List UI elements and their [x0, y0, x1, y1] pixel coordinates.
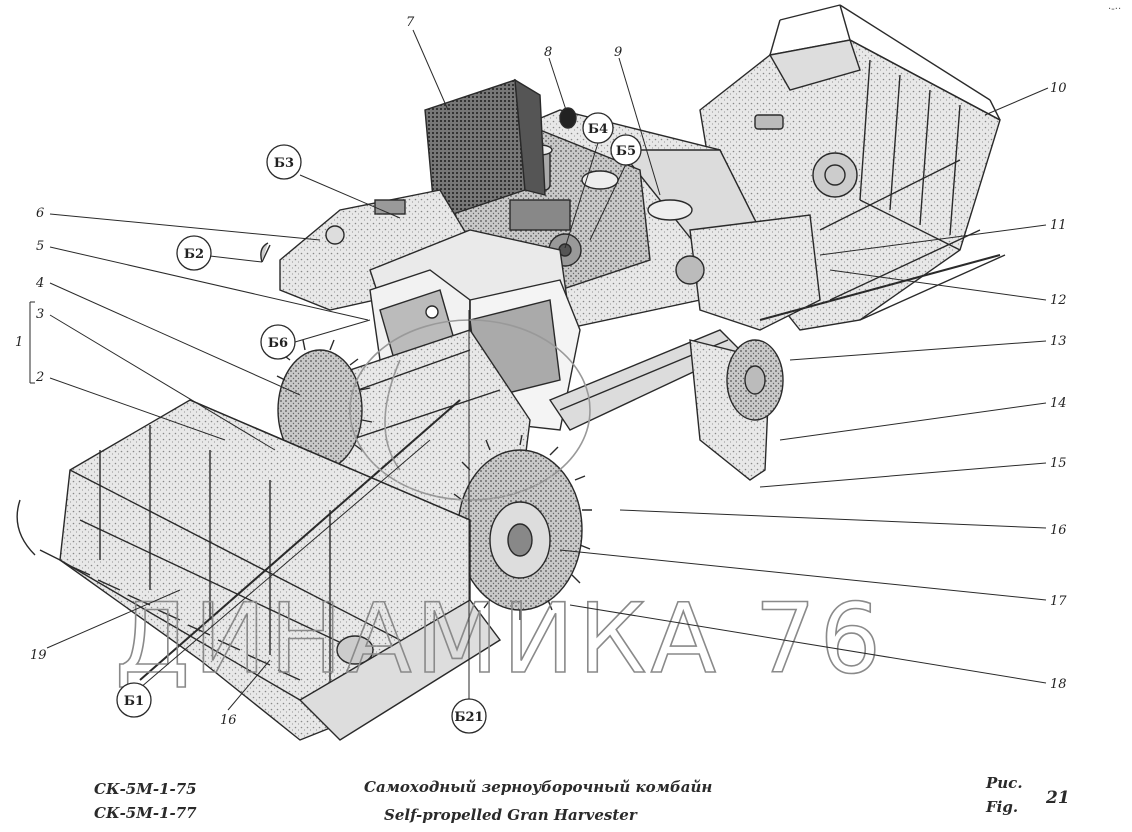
callout-10: 10 [1050, 81, 1067, 96]
bubble-b1: Б1 [116, 682, 152, 718]
callout-11: 11 [1050, 218, 1067, 233]
callout-labels: 7 8 9 10 11 12 13 14 15 16 17 18 19 16 6… [15, 15, 1067, 728]
bubble-b21: Б21 [451, 698, 487, 734]
bubble-label: Б4 [588, 122, 608, 137]
callout-16-right: 16 [1050, 523, 1067, 538]
bubble-b4: Б4 [582, 112, 614, 144]
bubble-b3: Б3 [266, 144, 302, 180]
fig-number: 21 [1046, 788, 1070, 808]
model-code-1: СК-5М-1-75 [94, 780, 197, 798]
corner-mark: ·-·· [1108, 4, 1121, 15]
caption-ru: Самоходный зерноуборочный комбайн [364, 778, 713, 796]
callout-8: 8 [544, 45, 552, 60]
radiator [424, 78, 577, 221]
callout-19: 19 [30, 648, 47, 663]
callout-6: 6 [36, 206, 44, 221]
bubble-b6: Б6 [260, 324, 296, 360]
rear-steer-wheel [726, 339, 784, 421]
callout-14: 14 [1050, 396, 1067, 411]
bubble-label: Б1 [124, 694, 144, 709]
callout-12: 12 [1050, 293, 1067, 308]
callout-7: 7 [406, 15, 415, 30]
bubble-tags: Б3 Б2 Б4 Б5 Б6 Б1 Б21 [116, 112, 642, 734]
callout-2: 2 [35, 370, 44, 385]
callout-16-bottom: 16 [220, 713, 237, 728]
callout-3: 3 [36, 307, 44, 322]
callout-17: 17 [1050, 594, 1067, 609]
bubble-label: Б2 [184, 247, 204, 262]
callout-9: 9 [614, 45, 622, 60]
callout-4: 4 [35, 276, 44, 291]
bubble-b5: Б5 [610, 134, 642, 166]
callout-5: 5 [36, 239, 44, 254]
watermark-text: ДИНАМИКА 76 [115, 583, 885, 695]
caption-en: Self-propelled Gran Harvester [384, 806, 637, 824]
callout-1: 1 [15, 335, 23, 350]
callout-15: 15 [1050, 456, 1067, 471]
leader-lines [29, 29, 1049, 711]
model-code-2: СК-5М-1-77 [94, 804, 197, 822]
callout-13: 13 [1050, 334, 1067, 349]
fig-label-en: Fig. [986, 798, 1019, 816]
bubble-label: Б3 [274, 156, 294, 171]
drive-wheel-front [453, 434, 592, 620]
bubble-label: Б21 [454, 710, 483, 725]
fig-label-ru: Рис. [986, 774, 1023, 792]
callout-18: 18 [1050, 677, 1067, 692]
drive-wheel-rear [276, 339, 373, 479]
bubble-label: Б6 [268, 336, 288, 351]
bubble-label: Б5 [616, 144, 636, 159]
bubble-b2: Б2 [176, 235, 212, 271]
